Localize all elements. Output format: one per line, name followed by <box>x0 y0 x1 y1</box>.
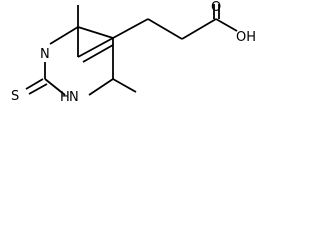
bond-ch2-cooh <box>181 18 217 40</box>
bond-c6-n1 <box>88 78 114 96</box>
bond-c4-c5-ring <box>77 26 114 39</box>
bond-c4-c5-double-inner <box>82 44 114 63</box>
atom-label-nh-nitrogen: N <box>69 90 79 105</box>
bond-n1-c2 <box>44 78 66 96</box>
bond-c-oh <box>215 18 238 32</box>
bond-c4-c5-double-outer <box>77 37 114 58</box>
bond-methyl-bottom <box>112 78 137 93</box>
atom-label-ring-nitrogen: N <box>40 47 50 62</box>
bond-n3-c4 <box>49 26 79 45</box>
atom-label-nh-hydrogen: H <box>60 90 70 105</box>
atom-label-sulfur: S <box>11 89 19 104</box>
bond-c2-s-double-b <box>28 83 48 95</box>
bond-ch2-ch2 <box>147 18 183 40</box>
bond-c5-ch2 <box>112 18 149 39</box>
atom-label-hydroxyl: OH <box>236 30 256 45</box>
bond-c2-s-double-a <box>25 78 44 90</box>
chemical-structure-diagram: N N H S O OH <box>11 0 256 105</box>
atom-label-carbonyl-oxygen: O <box>211 0 221 15</box>
